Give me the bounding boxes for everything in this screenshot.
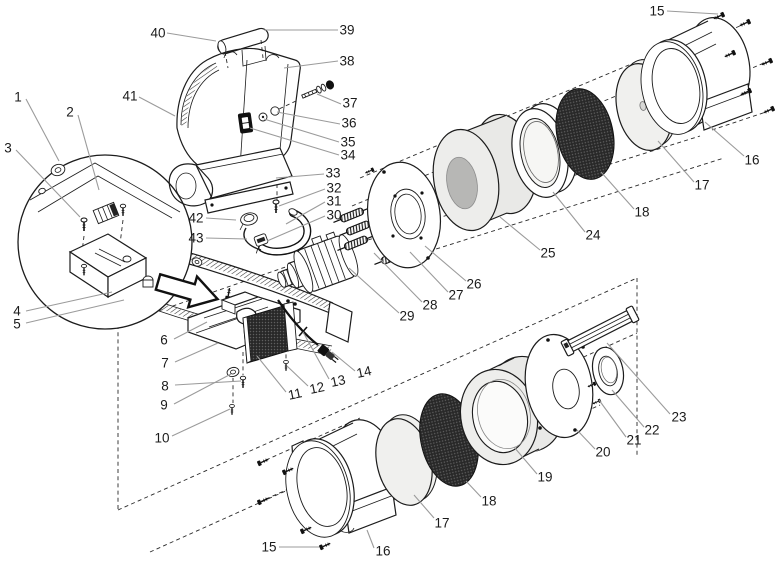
callout-21: 21 <box>626 433 641 448</box>
callout-34: 34 <box>340 148 356 163</box>
callout-19: 19 <box>537 470 552 485</box>
callout-30: 30 <box>326 208 341 223</box>
callout-22: 22 <box>644 423 659 438</box>
callout-39: 39 <box>339 23 354 38</box>
mesh-screen-upper <box>555 88 615 180</box>
vent-cap <box>239 212 258 231</box>
callout-4: 4 <box>13 304 21 319</box>
hose-elbow-fitting <box>253 233 269 254</box>
callout-13: 13 <box>329 372 347 390</box>
callout-17-bottom: 17 <box>434 516 449 531</box>
detail-inset-circle <box>17 154 193 330</box>
inner-fan-duct <box>168 147 294 214</box>
callout-41: 41 <box>122 89 137 104</box>
callout-6: 6 <box>160 333 168 348</box>
callout-26: 26 <box>466 277 481 292</box>
callout-15-top: 15 <box>649 4 664 19</box>
callout-18-top: 18 <box>634 205 649 220</box>
callout-28: 28 <box>422 298 437 313</box>
inset-terminal <box>92 201 120 225</box>
callout-20: 20 <box>595 445 610 460</box>
inset-block <box>68 233 154 299</box>
drain-hose <box>258 208 312 256</box>
callout-27: 27 <box>448 288 463 303</box>
callout-40: 40 <box>150 26 165 41</box>
callout-3: 3 <box>4 141 12 156</box>
callout-37: 37 <box>342 96 357 111</box>
callout-10: 10 <box>154 431 169 446</box>
callout-11: 11 <box>287 385 304 403</box>
callout-2: 2 <box>66 105 74 120</box>
callout-9: 9 <box>160 398 168 413</box>
blower-end-cover-upper <box>640 17 753 135</box>
callout-18-bottom: 18 <box>481 494 496 509</box>
handle-align-dash-left <box>224 51 229 69</box>
callout-36: 36 <box>341 116 356 131</box>
motor-mount-plate-lower <box>524 333 602 439</box>
callout-24: 24 <box>585 228 601 243</box>
motor-assembly <box>277 231 359 294</box>
leader-lines <box>15 10 745 549</box>
callout-14: 14 <box>355 363 373 381</box>
callout-7: 7 <box>161 356 169 371</box>
callout-1: 1 <box>14 90 22 105</box>
handle-bracket-bar <box>560 305 640 357</box>
cover-screw-hole <box>270 106 280 116</box>
callout-32: 32 <box>326 181 341 196</box>
callout-17-top: 17 <box>694 178 709 193</box>
callout-33: 33 <box>325 166 340 181</box>
callout-25: 25 <box>540 246 555 261</box>
callout-43: 43 <box>188 231 203 246</box>
callout-8: 8 <box>161 379 169 394</box>
callout-15-bottom: 15 <box>261 540 276 555</box>
cover-screw-assembly <box>301 80 335 99</box>
callout-5: 5 <box>13 317 21 332</box>
carry-handle <box>217 27 269 55</box>
power-cord <box>277 299 339 363</box>
callout-38: 38 <box>339 54 354 69</box>
callout-16-bottom: 16 <box>375 544 390 559</box>
inset-pointer-arrow <box>154 272 220 310</box>
power-switch <box>237 112 254 134</box>
callout-labels: 1 2 3 4 5 6 7 8 9 10 11 12 13 14 15 16 1… <box>4 4 759 559</box>
screw-align-dash <box>278 100 297 110</box>
callout-29: 29 <box>399 309 414 324</box>
callout-31: 31 <box>326 194 341 209</box>
callout-16-top: 16 <box>744 153 759 168</box>
callout-42: 42 <box>188 211 203 226</box>
callout-23: 23 <box>671 410 686 425</box>
handle-align-dash-right <box>260 39 264 59</box>
retainer-ring-lower <box>591 346 625 396</box>
cap-wire <box>243 227 262 251</box>
callout-35: 35 <box>340 135 355 150</box>
motor-mount-plate-upper <box>364 161 442 269</box>
callout-12: 12 <box>308 379 326 397</box>
